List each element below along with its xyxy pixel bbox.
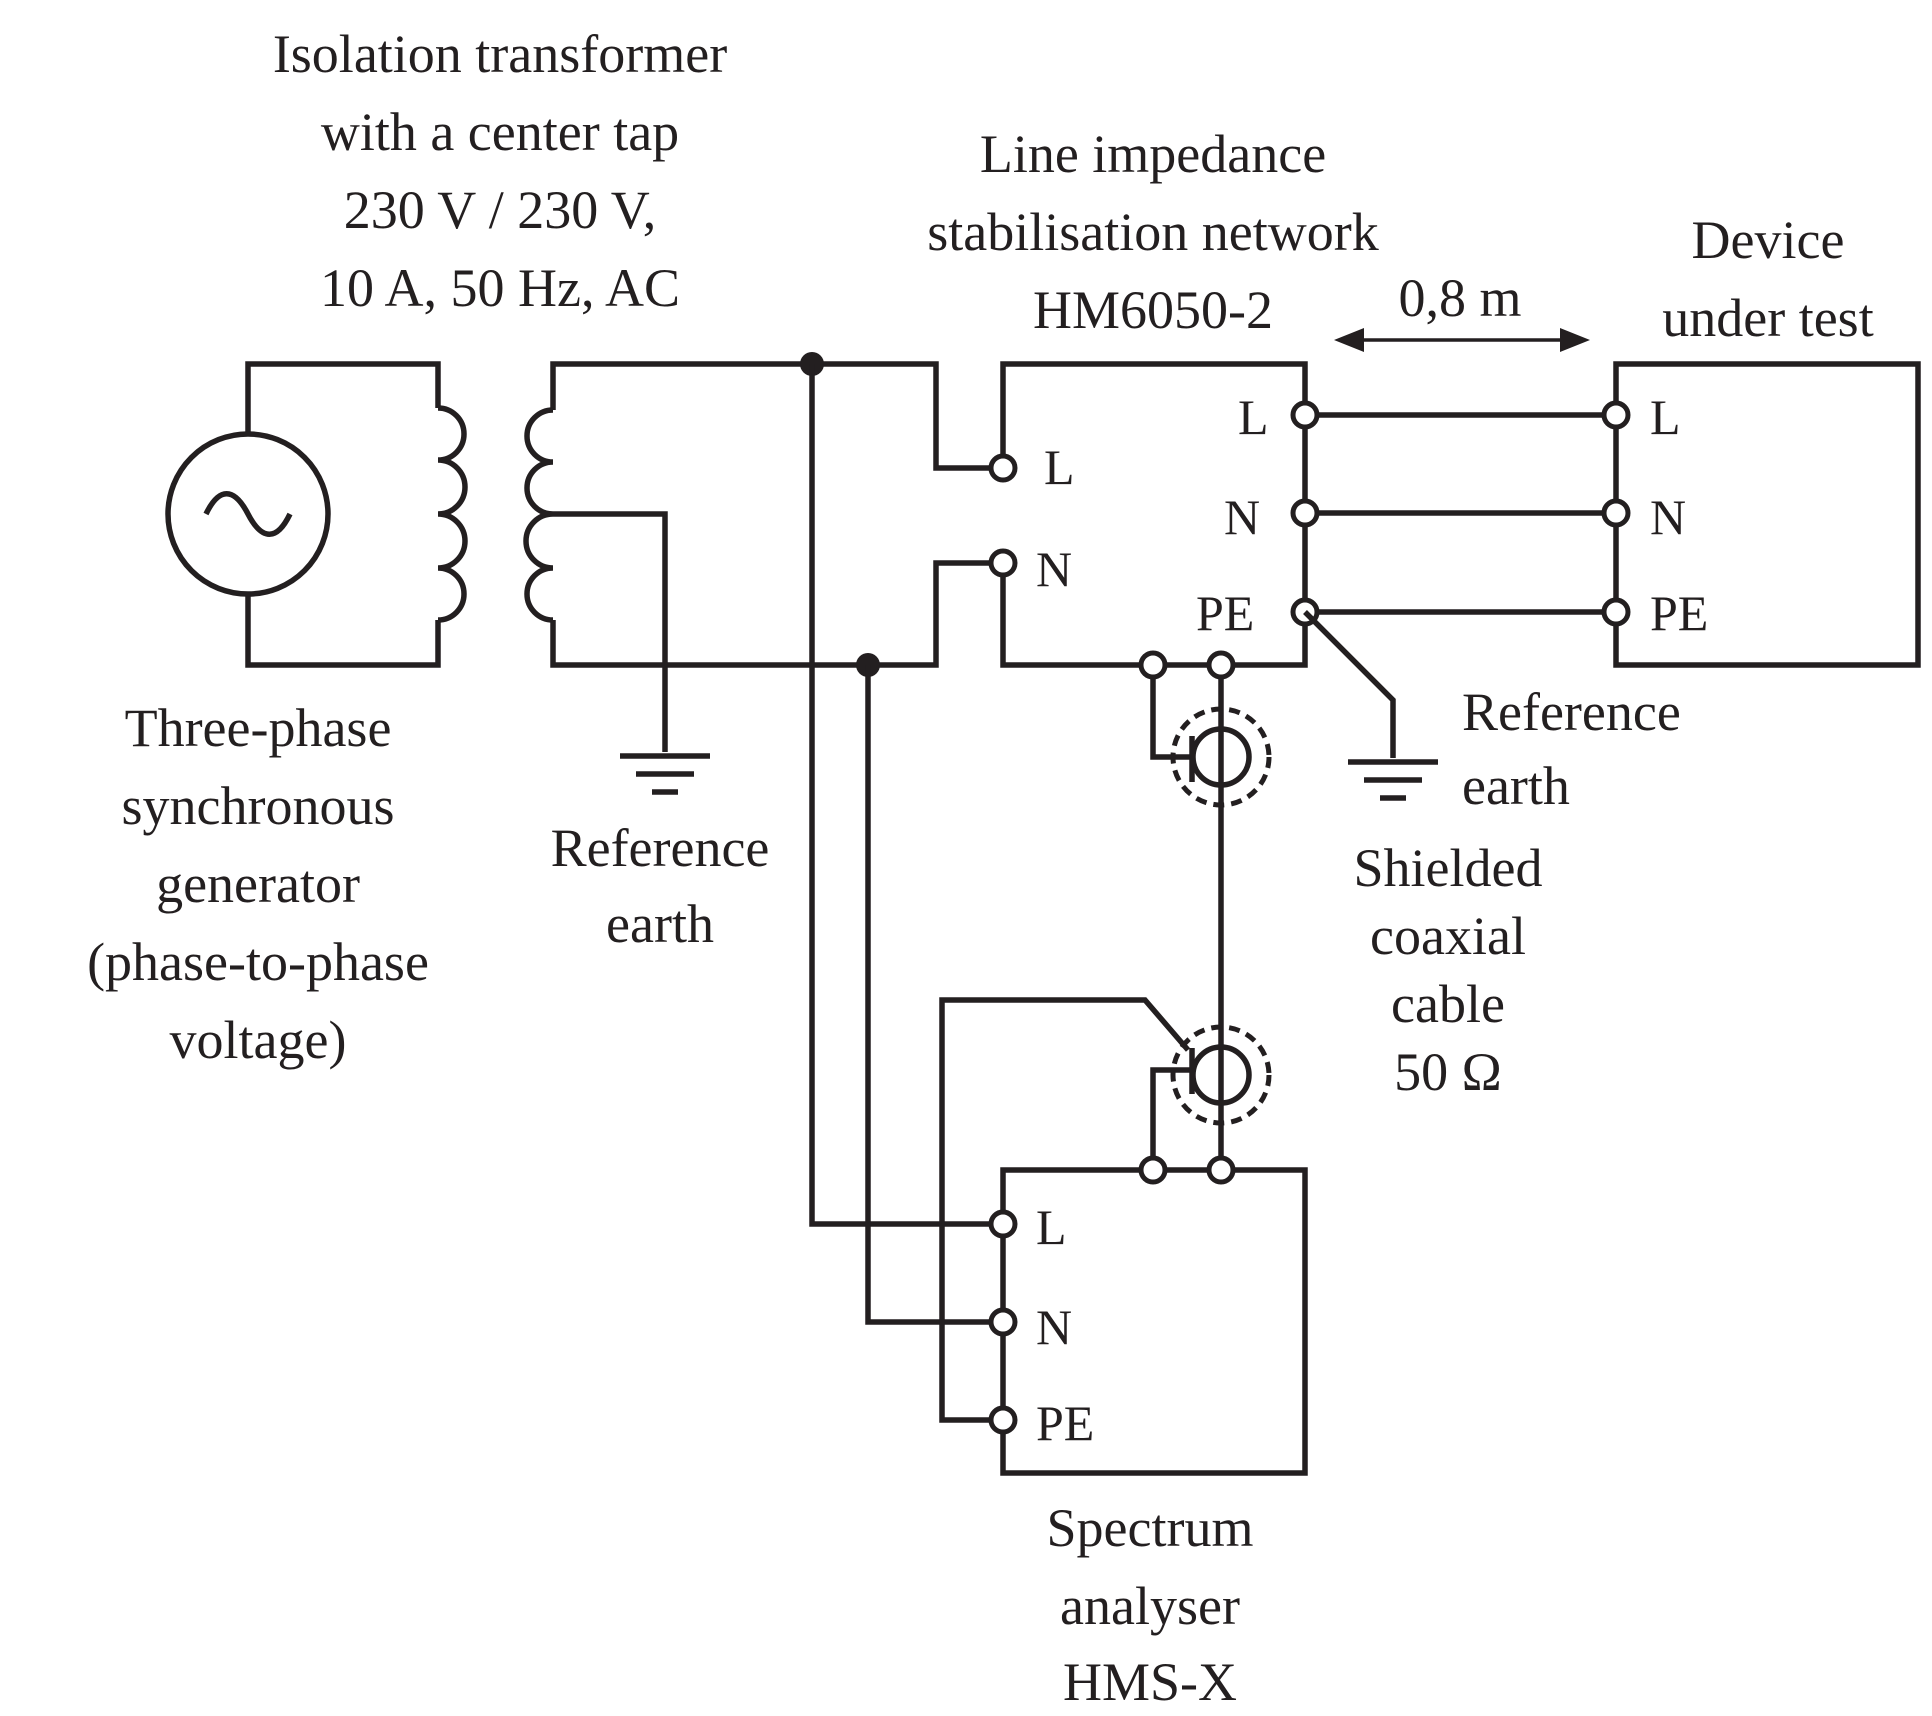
svg-text:PE: PE — [1196, 585, 1254, 641]
svg-text:N: N — [1224, 489, 1260, 545]
svg-text:Line impedance: Line impedance — [980, 124, 1326, 184]
distance-arrow — [1334, 328, 1590, 352]
lisn-coax-terminal-2 — [1206, 650, 1236, 680]
analyser-box: L N PE — [988, 1155, 1308, 1476]
coax-connector-top — [1190, 726, 1252, 788]
cable-label: Shielded coaxial cable 50 Ω — [1354, 838, 1543, 1102]
svg-text:with a center tap: with a center tap — [321, 102, 679, 162]
svg-text:L: L — [1036, 1199, 1067, 1255]
analyser-label: Spectrum analyser HMS-X — [1047, 1498, 1254, 1712]
reference-earth-left-label: Reference earth — [551, 818, 770, 954]
analyser-coax-terminal-1 — [1138, 1155, 1168, 1185]
svg-text:HMS-X: HMS-X — [1063, 1652, 1237, 1712]
svg-text:PE: PE — [1036, 1395, 1094, 1451]
svg-text:Device: Device — [1692, 210, 1845, 270]
coax-shield-bottom — [1170, 1024, 1272, 1126]
lisn-terminal-n-out — [1290, 498, 1320, 528]
svg-text:coaxial: coaxial — [1370, 906, 1526, 966]
lisn-dut-wires — [1290, 400, 1616, 627]
dut-terminal-l — [1601, 400, 1631, 430]
lisn-terminal-n-in — [988, 548, 1018, 578]
svg-text:HM6050-2: HM6050-2 — [1033, 280, 1273, 340]
svg-text:Three-phase: Three-phase — [125, 698, 392, 758]
svg-text:N: N — [1036, 1299, 1072, 1355]
svg-text:under test: under test — [1662, 288, 1873, 348]
generator-label: Three-phase synchronous generator (phase… — [87, 698, 429, 1070]
dut-terminal-pe — [1601, 597, 1631, 627]
svg-text:L: L — [1650, 389, 1681, 445]
distance-label: 0,8 m — [1398, 268, 1521, 328]
svg-text:L: L — [1238, 389, 1269, 445]
svg-text:generator: generator — [156, 854, 360, 914]
svg-text:(phase-to-phase: (phase-to-phase — [87, 932, 429, 992]
lisn-terminal-l-out — [1290, 400, 1320, 430]
svg-text:earth: earth — [606, 894, 714, 954]
coax-shield-top — [1170, 706, 1272, 808]
lisn-coax-terminal-1 — [1138, 650, 1168, 680]
dut-label: Device under test — [1662, 210, 1873, 348]
svg-text:Shielded: Shielded — [1354, 838, 1543, 898]
analyser-terminal-l — [988, 1209, 1018, 1239]
coaxial-cable — [939, 650, 1272, 1423]
svg-text:10 A, 50 Hz, AC: 10 A, 50 Hz, AC — [320, 258, 680, 318]
dut-terminal-n — [1601, 498, 1631, 528]
svg-text:L: L — [1044, 439, 1075, 495]
svg-text:50 Ω: 50 Ω — [1394, 1042, 1502, 1102]
analyser-supply-wires — [800, 352, 1003, 1325]
lisn-label: Line impedance stabilisation network HM6… — [927, 124, 1378, 340]
svg-text:N: N — [1036, 541, 1072, 597]
svg-text:stabilisation network: stabilisation network — [927, 202, 1378, 262]
analyser-coax-terminal-2 — [1206, 1155, 1236, 1185]
svg-text:Reference: Reference — [551, 818, 770, 878]
svg-text:Isolation transformer: Isolation transformer — [273, 24, 727, 84]
svg-text:230 V / 230 V,: 230 V / 230 V, — [344, 180, 657, 240]
svg-text:voltage): voltage) — [170, 1010, 347, 1070]
coax-connector-bottom — [1190, 1044, 1252, 1106]
ground-icon-left — [620, 753, 710, 795]
reference-earth-right-label: Reference earth — [1462, 682, 1681, 816]
svg-text:PE: PE — [1650, 585, 1708, 641]
ground-icon-right — [1303, 610, 1438, 801]
transformer-primary-winding — [437, 405, 468, 623]
transformer-label: Isolation transformer with a center tap … — [273, 24, 727, 318]
transformer-secondary — [523, 361, 1003, 752]
svg-text:cable: cable — [1391, 974, 1505, 1034]
svg-text:N: N — [1650, 489, 1686, 545]
svg-text:analyser: analyser — [1060, 1576, 1240, 1636]
generator-symbol — [165, 361, 441, 668]
svg-text:synchronous: synchronous — [122, 776, 395, 836]
analyser-terminal-n — [988, 1307, 1018, 1337]
svg-text:Reference: Reference — [1462, 682, 1681, 742]
svg-text:earth: earth — [1462, 756, 1570, 816]
dut-box: L N PE — [1601, 361, 1921, 668]
analyser-terminal-pe — [988, 1405, 1018, 1435]
svg-text:Spectrum: Spectrum — [1047, 1498, 1254, 1558]
lisn-terminal-l-in — [988, 453, 1018, 483]
lisn-box: L N L N PE — [988, 361, 1308, 668]
